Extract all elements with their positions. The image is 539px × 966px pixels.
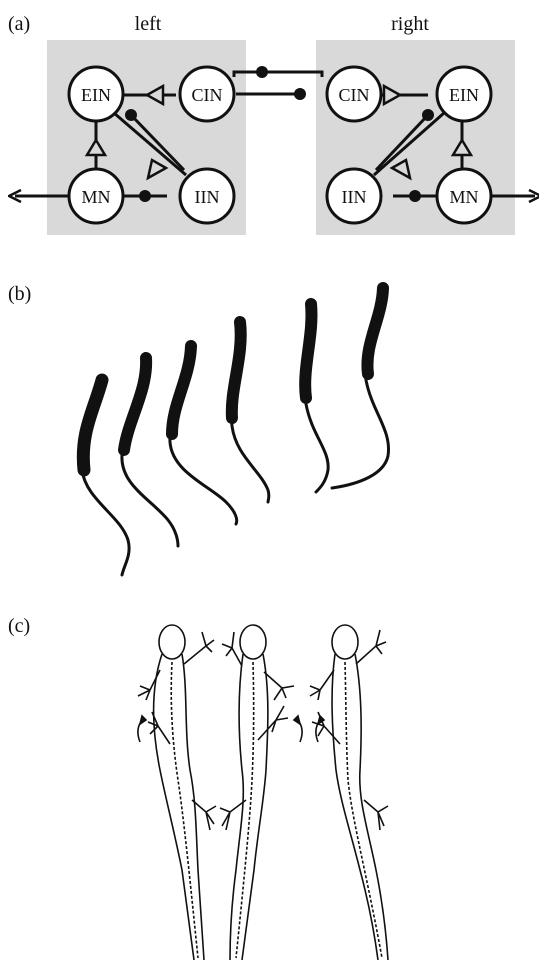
right-ein-label: EIN [449, 85, 479, 105]
swimming-body-frame-2 [122, 358, 178, 546]
right-iin-label: IIN [342, 187, 367, 207]
panel-b-label: (b) [8, 283, 31, 305]
salamander-walking-3 [310, 625, 388, 960]
panel-a: (a) left right [8, 13, 535, 235]
swimming-body-frame-5 [304, 304, 328, 492]
salamander-walking-1 [138, 625, 216, 960]
right-side-label: right [391, 13, 429, 35]
panel-b: (b) [8, 283, 389, 575]
left-ein-label: EIN [81, 85, 111, 105]
left-to-right-cin-inhibitory-terminal [294, 88, 306, 100]
left-iin-ein-inhibitory-terminal [125, 109, 137, 121]
left-iin-mn-inhibitory-terminal [139, 190, 151, 202]
swimming-body-frame-4 [231, 322, 269, 502]
right-iin-mn-inhibitory-terminal [409, 190, 421, 202]
salamander-walking-2 [220, 625, 302, 960]
swimming-body-frame-1 [81, 380, 129, 575]
left-mn-label: MN [81, 187, 110, 207]
swimming-body-frame-3 [170, 346, 237, 524]
right-to-left-cin-inhibitory-terminal [256, 66, 268, 78]
panel-a-label: (a) [8, 13, 30, 35]
panel-c-label: (c) [8, 615, 30, 637]
left-side-label: left [135, 13, 162, 35]
right-cin-label: CIN [339, 85, 370, 105]
left-cin-label: CIN [192, 85, 223, 105]
right-iin-ein-inhibitory-terminal [422, 109, 434, 121]
right-cin-to-left-cin-link [234, 72, 322, 77]
right-mn-label: MN [449, 187, 478, 207]
swimming-body-frame-6 [332, 288, 389, 488]
left-iin-label: IIN [195, 187, 220, 207]
panel-c: (c) [8, 615, 388, 960]
